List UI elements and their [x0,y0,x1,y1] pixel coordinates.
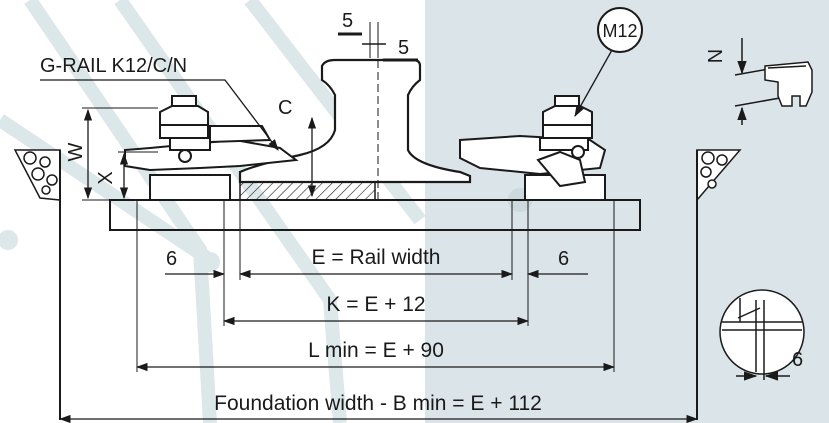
m12-label: M12 [602,21,637,41]
w-label: W [65,142,87,161]
grail-label: G-RAIL K12/C/N [40,55,187,77]
l-label: L min = E + 90 [308,339,444,362]
five-right-label: 5 [398,37,409,59]
m12-balloon [597,7,643,53]
five-top-label: 5 [342,10,353,32]
six-left-label: 6 [166,248,177,270]
n-detail [734,38,813,125]
x-label: X [95,171,117,184]
k-label: K = E + 12 [326,293,425,316]
c-label: C [278,97,292,119]
e-label: E = Rail width [312,246,441,269]
left-clamp [124,95,299,201]
m12-leader [574,49,613,118]
foundation-walls [59,150,698,420]
n-label: N [705,49,727,63]
extension-lines [136,200,615,372]
gravel-left [13,149,61,201]
grail-leader [40,79,279,151]
six-detail-label: 6 [792,349,803,371]
rail-pad [239,181,376,201]
b-label: Foundation width - B min = E + 112 [214,392,542,415]
six-right-label: 6 [558,248,569,270]
circular-detail [719,289,805,381]
right-clamp [459,95,607,201]
gravel-right [696,149,742,203]
